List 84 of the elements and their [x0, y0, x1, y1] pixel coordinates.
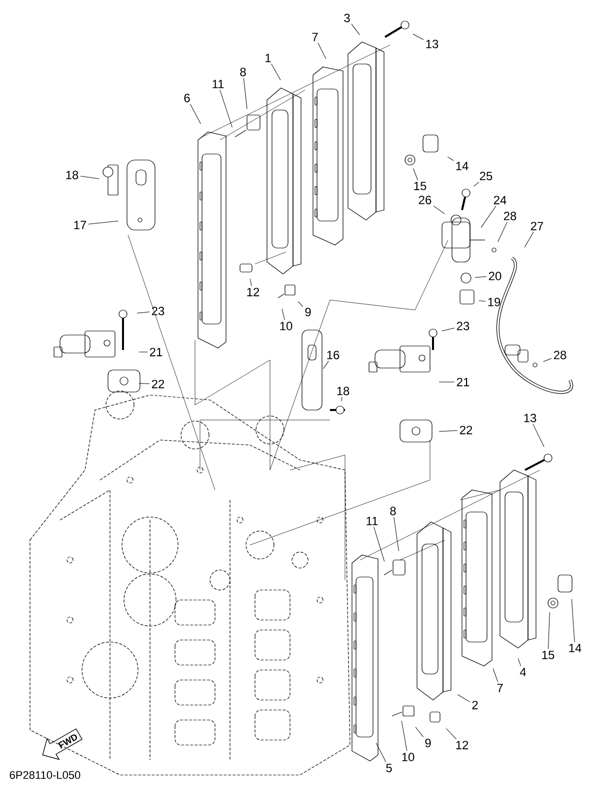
callout-number: 27 [530, 222, 544, 230]
callout-number: 23 [456, 322, 470, 330]
callout-number: 10 [402, 752, 414, 762]
leader-line [543, 358, 552, 362]
drawing-number: 6P28110-L050 [10, 771, 80, 779]
leader-line [88, 220, 118, 224]
callout-number: 18 [66, 170, 78, 180]
leader-line [376, 742, 386, 762]
callout-number: 8 [390, 506, 396, 516]
callout-number: 21 [456, 378, 470, 386]
leader-line [318, 42, 326, 60]
callout-number: 19 [488, 298, 500, 306]
leader-line [322, 360, 329, 369]
direction-label: FWD [58, 734, 78, 749]
leader-line [80, 176, 100, 179]
callout-number: 28 [504, 212, 516, 220]
leader-line [446, 728, 457, 740]
leader-line [351, 24, 360, 36]
leader-line [438, 430, 458, 432]
leader-line [243, 78, 248, 110]
callout-number: 2 [472, 700, 478, 710]
callout-number: 21 [150, 348, 162, 356]
leader-line [298, 301, 304, 307]
leader-line [548, 612, 550, 650]
callout-number: 1 [266, 54, 271, 62]
callout-number: 20 [488, 272, 502, 280]
callout-number: 5 [386, 764, 392, 772]
callout-number: 12 [456, 740, 468, 750]
leader-line [374, 526, 385, 562]
callout-number: 6 [184, 94, 190, 102]
leader-line [447, 156, 454, 161]
callout-number: 22 [152, 380, 164, 388]
leader-line [282, 308, 285, 320]
leader-line [474, 182, 480, 186]
leader-line [271, 64, 281, 80]
callout-number: 25 [480, 172, 492, 180]
callout-number: 15 [414, 182, 426, 190]
leader-line [532, 424, 544, 448]
callout-number: 11 [366, 516, 378, 526]
callout-number: 18 [337, 386, 350, 396]
leader-line [190, 104, 202, 124]
leader-line [457, 694, 470, 702]
leader-line [341, 396, 342, 402]
callout-number: 11 [212, 80, 224, 88]
leader-line [401, 720, 408, 752]
callout-number: 3 [344, 14, 350, 22]
leader-line [442, 328, 455, 332]
callout-number: 17 [74, 220, 86, 230]
callout-number: 12 [247, 288, 260, 296]
callout-number: 24 [494, 196, 506, 204]
leader-line [412, 34, 424, 40]
leader-line [571, 598, 575, 642]
callout-number: 8 [240, 68, 246, 76]
callout-number: 22 [460, 426, 472, 434]
callout-number: 9 [425, 738, 431, 748]
leader-line [433, 206, 445, 214]
leader-line [138, 383, 150, 384]
leader-line [136, 312, 150, 314]
leader-line [480, 206, 496, 228]
callout-number: 4 [520, 668, 526, 676]
leader-line [415, 726, 424, 738]
leader-line [478, 300, 486, 302]
callout-number: 15 [542, 650, 554, 660]
callout-number: 16 [327, 350, 340, 360]
callout-number: 14 [456, 162, 468, 170]
callout-number: 10 [280, 322, 292, 330]
callout-number: 7 [497, 684, 503, 692]
leader-line [220, 90, 232, 128]
callout-number: 23 [152, 306, 164, 316]
callout-number: 9 [305, 308, 311, 316]
leader-line [250, 278, 252, 286]
callout-number: 13 [524, 414, 536, 422]
callout-number: 28 [554, 350, 566, 360]
leader-line [524, 232, 534, 248]
callout-number: 7 [312, 32, 318, 42]
leader-line [518, 658, 522, 666]
leader-line [492, 668, 498, 682]
leader-line [498, 222, 508, 242]
leader-line [474, 276, 487, 278]
callout-number: 14 [569, 644, 582, 652]
callout-number: 26 [418, 196, 432, 204]
callout-number: 13 [426, 40, 438, 48]
leader-line [394, 516, 399, 552]
leader-line [412, 168, 418, 180]
